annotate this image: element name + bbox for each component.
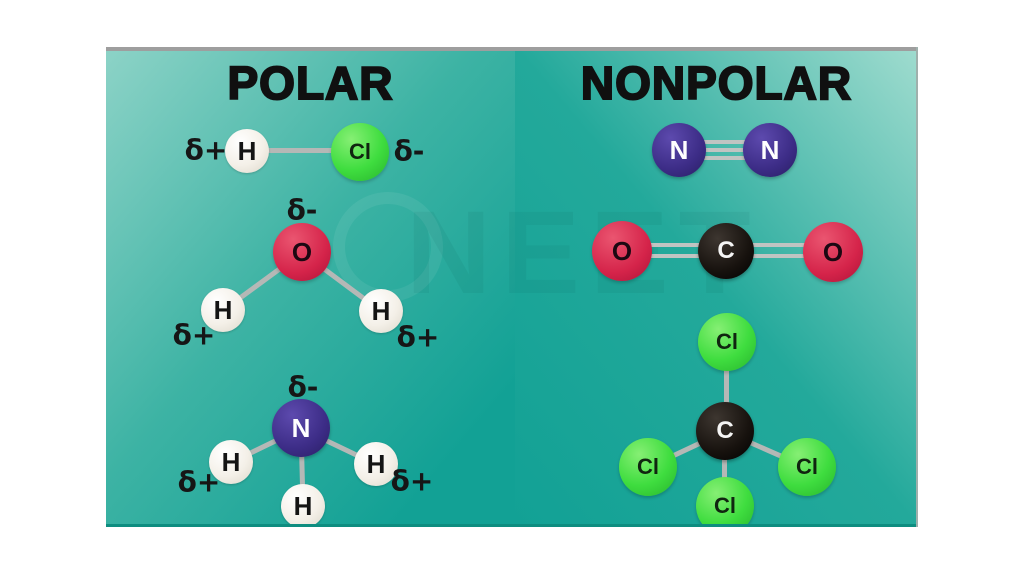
bond-h-cl xyxy=(266,148,336,153)
atom-carbon: C xyxy=(698,223,754,279)
top-border-strip xyxy=(106,47,916,51)
h2o-delta-plus-right-label: δ+ xyxy=(396,320,440,354)
atom-oxygen-right: O xyxy=(803,222,863,282)
atom-chlorine-left: Cl xyxy=(619,438,677,496)
hcl-delta-plus-label: δ+ xyxy=(184,133,228,167)
h2o-delta-minus-label: δ- xyxy=(286,193,318,227)
atom-nitrogen-right: N xyxy=(743,123,797,177)
atom-hydrogen-left: H xyxy=(209,440,253,484)
triple-bond-line-2 xyxy=(702,148,747,152)
atom-hydrogen-left: H xyxy=(201,288,245,332)
double-bond-left-line-2 xyxy=(646,254,702,258)
nh3-delta-minus-label: δ- xyxy=(287,370,319,404)
h2o-delta-plus-left-label: δ+ xyxy=(172,318,216,352)
atom-hydrogen-bottom: H xyxy=(281,484,325,527)
atom-nitrogen: N xyxy=(272,399,330,457)
atom-hydrogen-right: H xyxy=(359,289,403,333)
polarity-diagram: NEET POLAR NONPOLAR δ+ H Cl δ- δ- O H H … xyxy=(106,47,918,527)
triple-bond-line-3 xyxy=(702,156,747,160)
double-bond-right-line-2 xyxy=(750,254,807,258)
double-bond-right-line-1 xyxy=(750,243,807,247)
atom-nitrogen-left: N xyxy=(652,123,706,177)
triple-bond-line-1 xyxy=(702,140,747,144)
atom-chlorine: Cl xyxy=(331,123,389,181)
atom-oxygen-left: O xyxy=(592,221,652,281)
atom-oxygen: O xyxy=(273,223,331,281)
bottom-border-strip xyxy=(106,524,916,527)
bond-c-cl-bottom xyxy=(722,445,727,500)
watermark-text: NEET xyxy=(406,187,761,319)
hcl-delta-minus-label: δ- xyxy=(393,134,425,168)
atom-hydrogen-right: H xyxy=(354,442,398,486)
double-bond-left-line-1 xyxy=(646,243,702,247)
atom-chlorine-bottom: Cl xyxy=(696,477,754,527)
bond-c-cl-top xyxy=(724,359,729,417)
atom-chlorine-top: Cl xyxy=(698,313,756,371)
nonpolar-title: NONPOLAR xyxy=(580,57,853,109)
atom-hydrogen: H xyxy=(225,129,269,173)
atom-carbon: C xyxy=(696,402,754,460)
nh3-delta-plus-left-label: δ+ xyxy=(177,465,221,499)
polar-title: POLAR xyxy=(227,57,394,109)
nh3-delta-plus-right-label: δ+ xyxy=(390,464,434,498)
atom-chlorine-right: Cl xyxy=(778,438,836,496)
